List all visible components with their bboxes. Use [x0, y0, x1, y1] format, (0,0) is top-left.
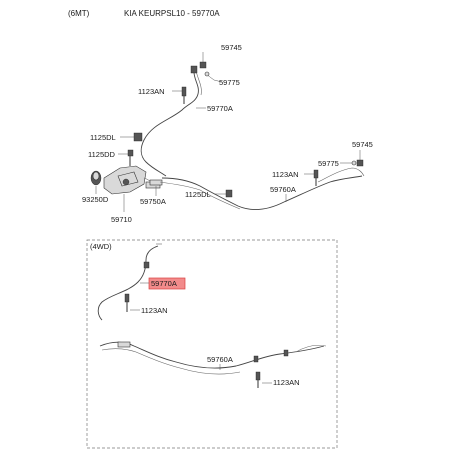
section-4wd-frame	[86, 239, 338, 449]
bolt-1123an-right	[304, 169, 319, 186]
clip-59745-top	[199, 52, 207, 69]
section-4wd-label: (4WD)	[90, 242, 112, 251]
label-59760a-top: 59760A	[270, 185, 296, 194]
highlight-box-59770a[interactable]	[148, 277, 186, 290]
bracket-59775-top	[204, 71, 223, 83]
label-1123an-4wd-b: 1123AN	[273, 378, 300, 387]
cable-end-top	[190, 65, 198, 74]
cable-59770a-6mt	[140, 65, 202, 177]
cable-59770a-4wd	[97, 243, 162, 321]
label-1123an-4wd-a: 1123AN	[141, 306, 168, 315]
label-1125dd: 1125DD	[88, 150, 116, 159]
variant-label: (6MT)	[68, 9, 90, 18]
bolt-1123an-4wd-b	[255, 371, 272, 388]
knob-93250d	[90, 170, 102, 194]
lever-assembly-59710	[103, 165, 161, 195]
label-1125dl-left: 1125DL	[90, 133, 116, 142]
bolt-1125dl-mid	[214, 189, 233, 198]
label-1125dl-mid: 1125DL	[185, 190, 211, 199]
label-1123an-top: 1123AN	[138, 87, 165, 96]
clip-59745-right	[356, 150, 364, 167]
label-59760a-4wd: 59760A	[207, 355, 233, 364]
label-59775-right: 59775	[318, 159, 339, 168]
bolt-1125dd	[118, 149, 134, 166]
label-59745-right: 59745	[352, 140, 373, 149]
cable-59760a-6mt	[159, 167, 365, 210]
cable-59760a-4wd	[99, 341, 327, 375]
label-59770a-4wd[interactable]: 59770A	[151, 279, 177, 288]
bolt-1125dl-left	[120, 132, 143, 142]
label-59710: 59710	[111, 215, 132, 224]
bolt-1123an-top	[172, 86, 187, 104]
bracket-59775-right	[340, 160, 357, 166]
diagram-title: KIA KEURPSL10 - 59770A	[124, 9, 220, 18]
label-59750a: 59750A	[140, 197, 166, 206]
label-59770a-top: 59770A	[207, 104, 233, 113]
label-59775-top: 59775	[219, 78, 240, 87]
bolt-1123an-4wd-a	[124, 293, 140, 312]
label-59745-top: 59745	[221, 43, 242, 52]
label-93250d: 93250D	[82, 195, 109, 204]
label-1123an-right: 1123AN	[272, 170, 299, 179]
